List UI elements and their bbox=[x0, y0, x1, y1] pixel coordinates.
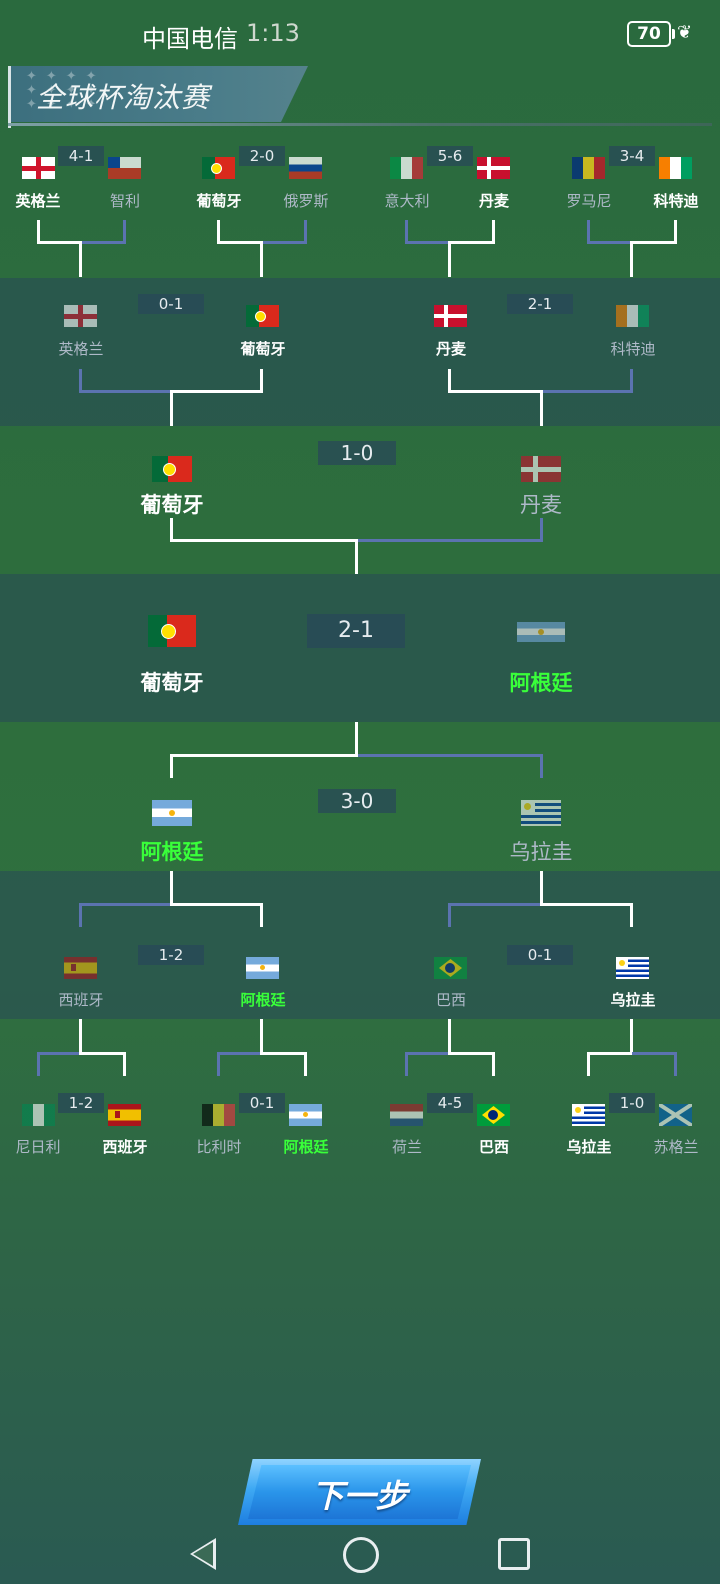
score-badge: 3-4 bbox=[609, 146, 655, 166]
team-name: 英格兰 bbox=[15, 192, 61, 210]
team-name: 巴西 bbox=[435, 991, 466, 1009]
flag-portugal bbox=[202, 157, 235, 179]
flag-england bbox=[64, 305, 97, 327]
team-name: 葡萄牙 bbox=[140, 493, 204, 517]
flag-chile bbox=[108, 157, 141, 179]
flag-nigeria bbox=[22, 1104, 55, 1126]
team-name: 俄罗斯 bbox=[283, 192, 329, 210]
flag-portugal bbox=[152, 456, 192, 482]
team-name: 阿根廷 bbox=[140, 840, 204, 864]
score-badge: 4-1 bbox=[58, 146, 104, 166]
leaf-icon: ❦ bbox=[677, 22, 693, 43]
flag-argentina bbox=[289, 1104, 322, 1126]
page-banner: ✦✦✦✦✦✦✦✦✦✦✦✦ 全球杯淘汰赛 bbox=[8, 66, 712, 128]
team-name: 西班牙 bbox=[58, 991, 104, 1009]
team-name: 意大利 bbox=[384, 192, 430, 210]
flag-denmark bbox=[521, 456, 561, 482]
carrier-name: 中国电信 bbox=[142, 25, 238, 53]
flag-argentina bbox=[152, 800, 192, 826]
flag-scotland bbox=[659, 1104, 692, 1126]
flag-brazil bbox=[434, 957, 467, 979]
team-name: 葡萄牙 bbox=[240, 340, 286, 358]
score-badge: 0-1 bbox=[239, 1093, 285, 1113]
score-badge: 2-0 bbox=[239, 146, 285, 166]
flag-argentina bbox=[517, 622, 565, 642]
home-icon[interactable] bbox=[343, 1537, 379, 1573]
team-name: 科特迪 bbox=[653, 192, 699, 210]
page-title: 全球杯淘汰赛 bbox=[36, 81, 211, 114]
score-badge: 1-2 bbox=[138, 945, 204, 965]
team-name: 英格兰 bbox=[58, 340, 104, 358]
flag-spain bbox=[64, 957, 97, 979]
team-name: 阿根廷 bbox=[283, 1138, 329, 1156]
status-time: 1:13 bbox=[246, 19, 300, 47]
recent-apps-icon[interactable] bbox=[498, 1538, 530, 1570]
team-name: 西班牙 bbox=[102, 1138, 148, 1156]
back-icon[interactable] bbox=[190, 1538, 216, 1570]
status-bar: 中国电信 1:13 70 ❦ bbox=[0, 0, 720, 66]
score-badge: 5-6 bbox=[427, 146, 473, 166]
team-name: 丹麦 bbox=[435, 340, 466, 358]
score-badge: 1-0 bbox=[609, 1093, 655, 1113]
final-band bbox=[0, 574, 720, 722]
next-step-button[interactable]: 下一步 bbox=[238, 1459, 481, 1525]
score-badge: 2-1 bbox=[507, 294, 573, 314]
flag-ivory-coast bbox=[659, 157, 692, 179]
flag-spain bbox=[108, 1104, 141, 1126]
team-name: 葡萄牙 bbox=[140, 671, 204, 695]
team-name: 罗马尼 bbox=[566, 192, 612, 210]
team-name: 科特迪 bbox=[610, 340, 656, 358]
battery-icon: 70 bbox=[627, 21, 675, 47]
star-pattern-icon: ✦✦✦✦✦✦✦✦✦✦✦✦ bbox=[26, 69, 106, 112]
team-name: 乌拉圭 bbox=[509, 840, 573, 864]
team-name: 尼日利 bbox=[15, 1138, 61, 1156]
semifinal-top-band bbox=[0, 278, 720, 426]
next-step-label: 下一步 bbox=[311, 1477, 408, 1515]
team-name: 葡萄牙 bbox=[196, 192, 242, 210]
score-badge: 1-2 bbox=[58, 1093, 104, 1113]
team-name: 苏格兰 bbox=[653, 1138, 699, 1156]
score-badge: 1-0 bbox=[318, 441, 396, 465]
team-name: 智利 bbox=[109, 192, 140, 210]
team-name: 巴西 bbox=[478, 1138, 509, 1156]
team-name: 阿根廷 bbox=[240, 991, 286, 1009]
final-score-badge: 2-1 bbox=[307, 614, 405, 648]
team-name: 比利时 bbox=[196, 1138, 242, 1156]
flag-denmark bbox=[434, 305, 467, 327]
flag-romania bbox=[572, 157, 605, 179]
flag-england bbox=[22, 157, 55, 179]
score-badge: 0-1 bbox=[507, 945, 573, 965]
flag-portugal bbox=[246, 305, 279, 327]
team-name: 荷兰 bbox=[391, 1138, 422, 1156]
score-badge: 3-0 bbox=[318, 789, 396, 813]
flag-argentina bbox=[246, 957, 279, 979]
flag-uruguay bbox=[521, 800, 561, 826]
flag-italy bbox=[390, 157, 423, 179]
system-nav-bar bbox=[0, 1524, 720, 1584]
flag-portugal bbox=[148, 615, 196, 647]
flag-russia bbox=[289, 157, 322, 179]
score-badge: 4-5 bbox=[427, 1093, 473, 1113]
flag-denmark bbox=[477, 157, 510, 179]
flag-uruguay bbox=[572, 1104, 605, 1126]
champion-name: 阿根廷 bbox=[509, 671, 573, 695]
team-name: 乌拉圭 bbox=[610, 991, 656, 1009]
team-name: 丹麦 bbox=[520, 493, 562, 517]
flag-netherlands bbox=[390, 1104, 423, 1126]
score-badge: 0-1 bbox=[138, 294, 204, 314]
flag-brazil bbox=[477, 1104, 510, 1126]
semifinal-bottom-band bbox=[0, 871, 720, 1019]
team-name: 丹麦 bbox=[478, 192, 509, 210]
flag-uruguay bbox=[616, 957, 649, 979]
flag-belgium bbox=[202, 1104, 235, 1126]
team-name: 乌拉圭 bbox=[566, 1138, 612, 1156]
flag-ivory-coast bbox=[616, 305, 649, 327]
